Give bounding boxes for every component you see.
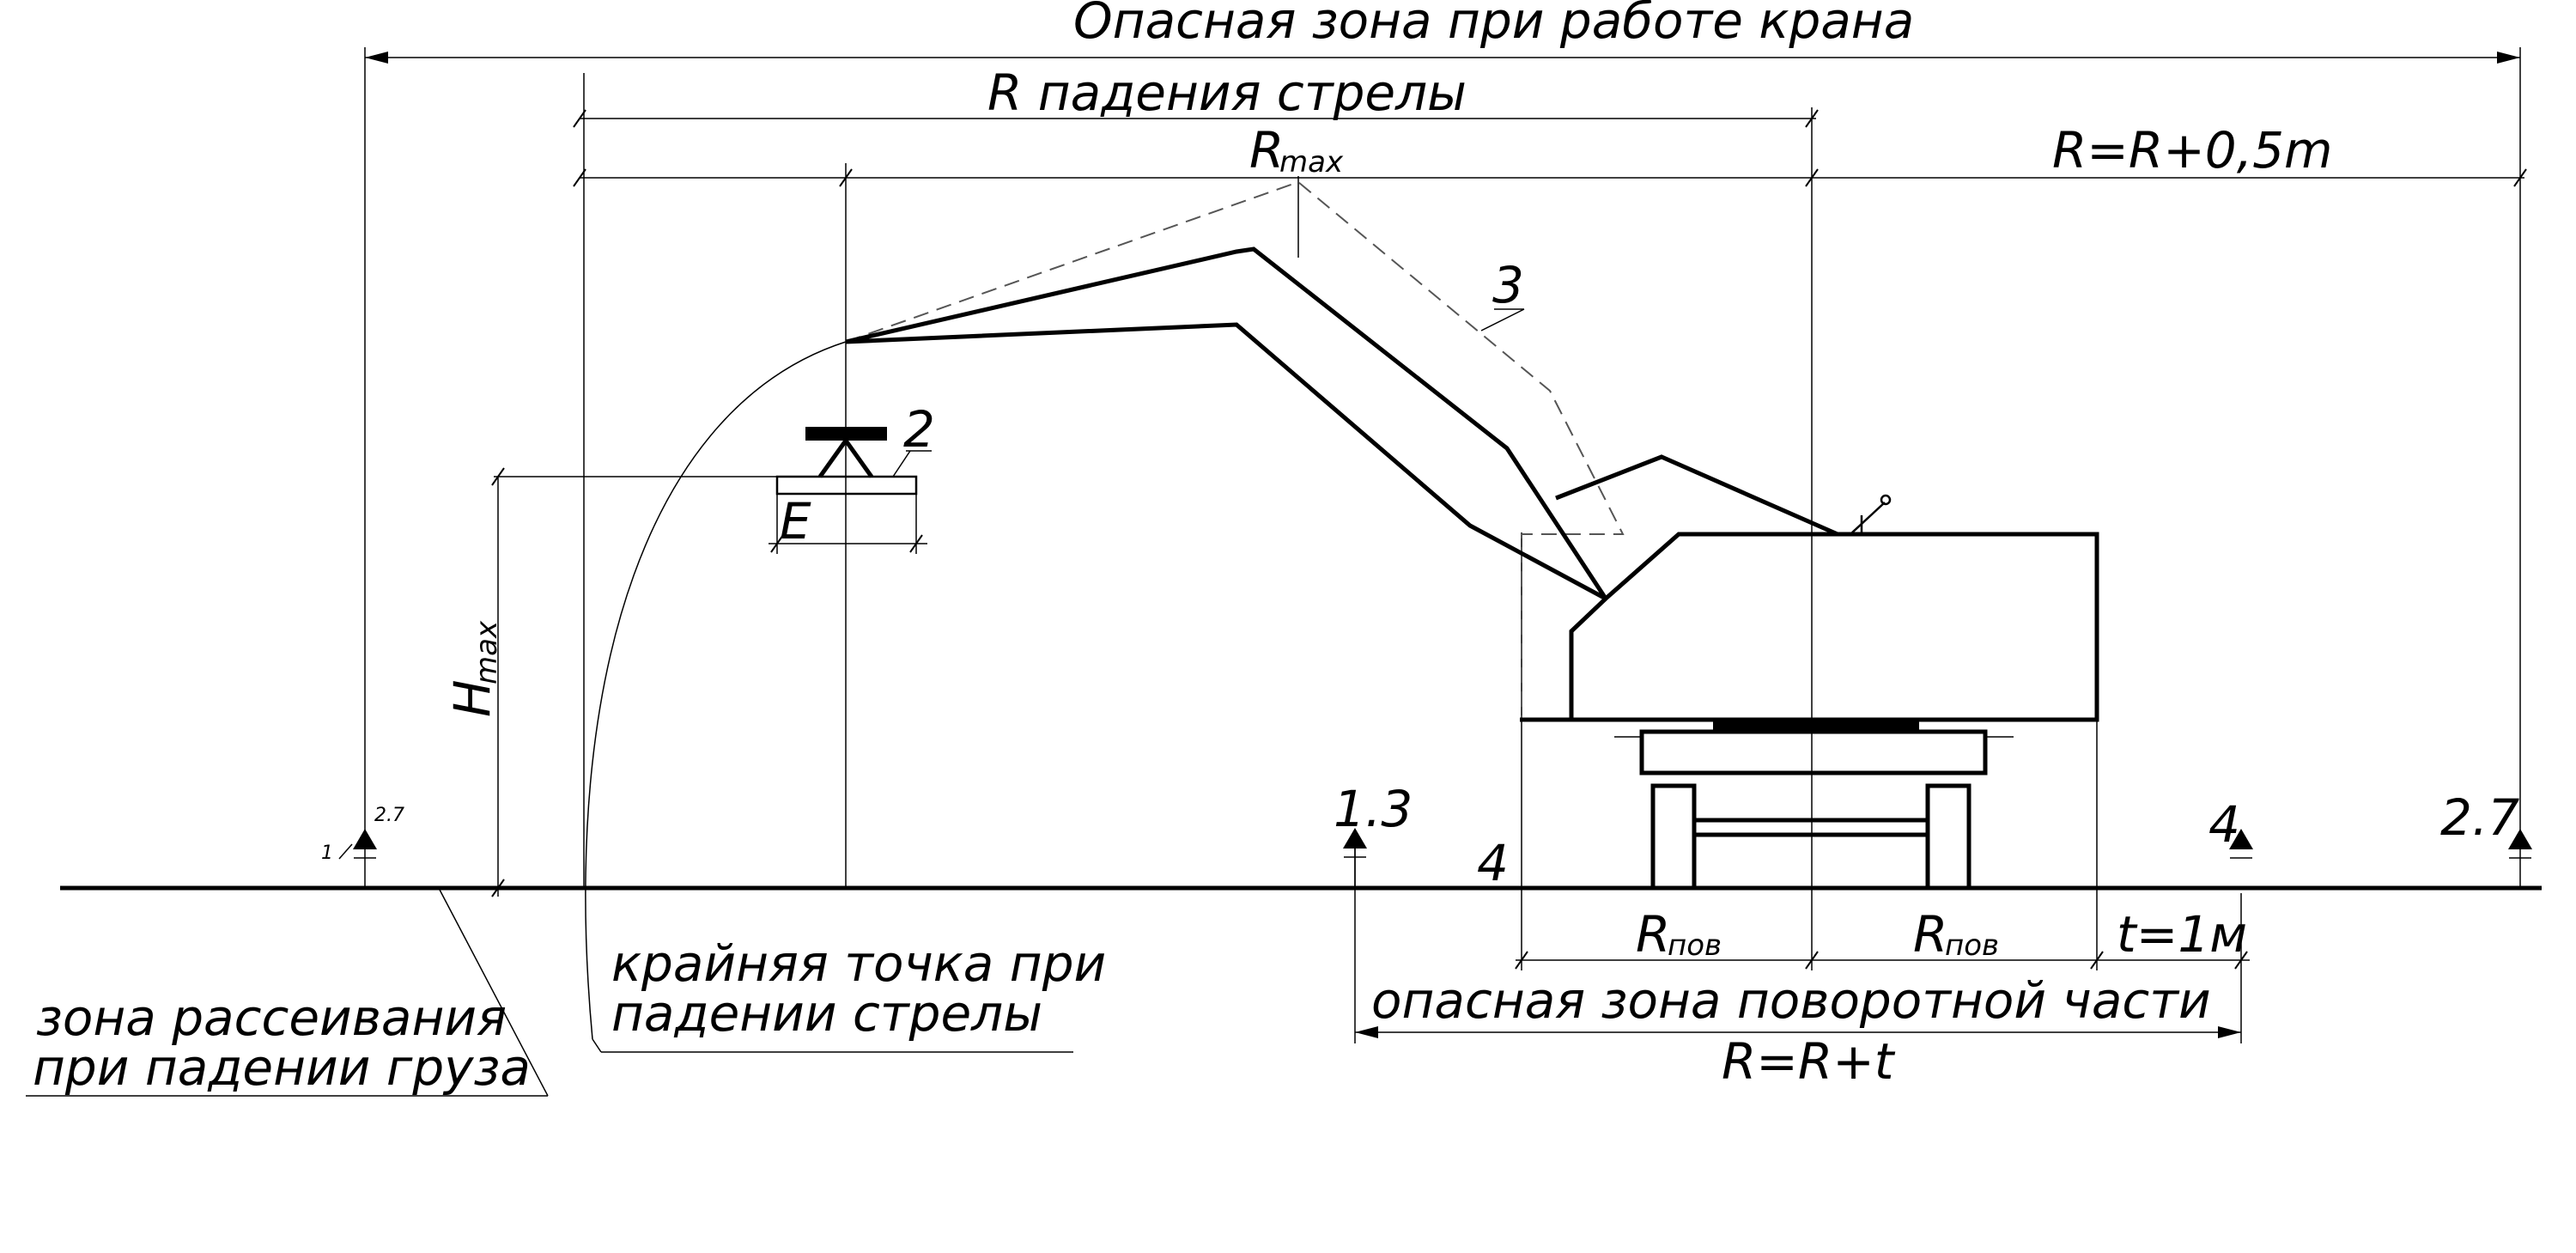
label-callout-3: 3 [1492, 256, 1524, 314]
label-scatter-zone-line1: зона рассеивания [36, 988, 507, 1047]
dim-r-pov [1515, 951, 2250, 970]
label-mark-1-3: 1.3 [1334, 780, 1413, 838]
label-scatter-zone-line2: при падении груза [33, 1038, 531, 1097]
label-r-pov-left-sub: пов [1668, 928, 1722, 963]
dim-rotating-zone [1355, 1026, 2241, 1038]
dim-r-boom-fall [573, 109, 1819, 128]
mark-4-triangle [2229, 829, 2253, 859]
mark-1-3-triangle [1343, 828, 1367, 888]
leader-scatter-zone [26, 889, 549, 1097]
dashed-boom-outline [845, 180, 1625, 721]
label-h-max: H [443, 679, 501, 717]
dim-h-max [491, 467, 790, 897]
label-r-boom-fall: R падения стрелы [987, 64, 1467, 122]
label-e: E [780, 492, 811, 550]
label-callout-2: 2 [903, 400, 935, 459]
dim-e [769, 494, 927, 554]
label-h-max-sub: max [470, 620, 504, 684]
label-r-max-sub: max [1279, 145, 1344, 179]
label-t-1m: t=1м [2117, 905, 2247, 964]
label-mark-4-left: 4 [1477, 834, 1509, 892]
label-mark-1-left: 1 [321, 842, 333, 864]
label-mark-2-7-right: 2.7 [2440, 788, 2519, 847]
dim-rmax-row [573, 168, 2527, 187]
label-mark-2-7-left: 2.7 [374, 805, 404, 826]
leader-extreme-point [592, 1038, 1073, 1053]
suspended-load [775, 427, 918, 496]
label-rotating-zone: опасная зона поворотной части [1371, 971, 2211, 1030]
label-r-max: R [1249, 121, 1284, 179]
callout-3 [1480, 308, 1525, 331]
mark-2-7-right-triangle [2508, 829, 2532, 859]
mark-2-7-left-triangle [338, 829, 377, 860]
label-r-plus-half: R=R+0,5m [2052, 121, 2333, 179]
dim-danger-zone [365, 52, 2520, 64]
label-mark-4-right: 4 [2208, 795, 2240, 854]
label-r-pov-right-sub: пов [1945, 928, 1999, 963]
label-danger-zone-crane: Опасная зона при работе крана [1073, 0, 1914, 50]
label-extreme-point-line2: падении стрелы [611, 984, 1042, 1043]
label-r-pov-right: R [1913, 905, 1947, 964]
label-extreme-point-line1: крайняя точка при [611, 934, 1106, 993]
label-r-plus-t: R=R+t [1722, 1032, 1896, 1091]
label-r-pov-left: R [1636, 905, 1670, 964]
callout-2 [892, 450, 932, 477]
extension-lines [364, 47, 2521, 1043]
crane-body [1520, 454, 2099, 891]
boom-fall-arc [585, 341, 847, 1040]
crane-boom [845, 246, 1608, 601]
